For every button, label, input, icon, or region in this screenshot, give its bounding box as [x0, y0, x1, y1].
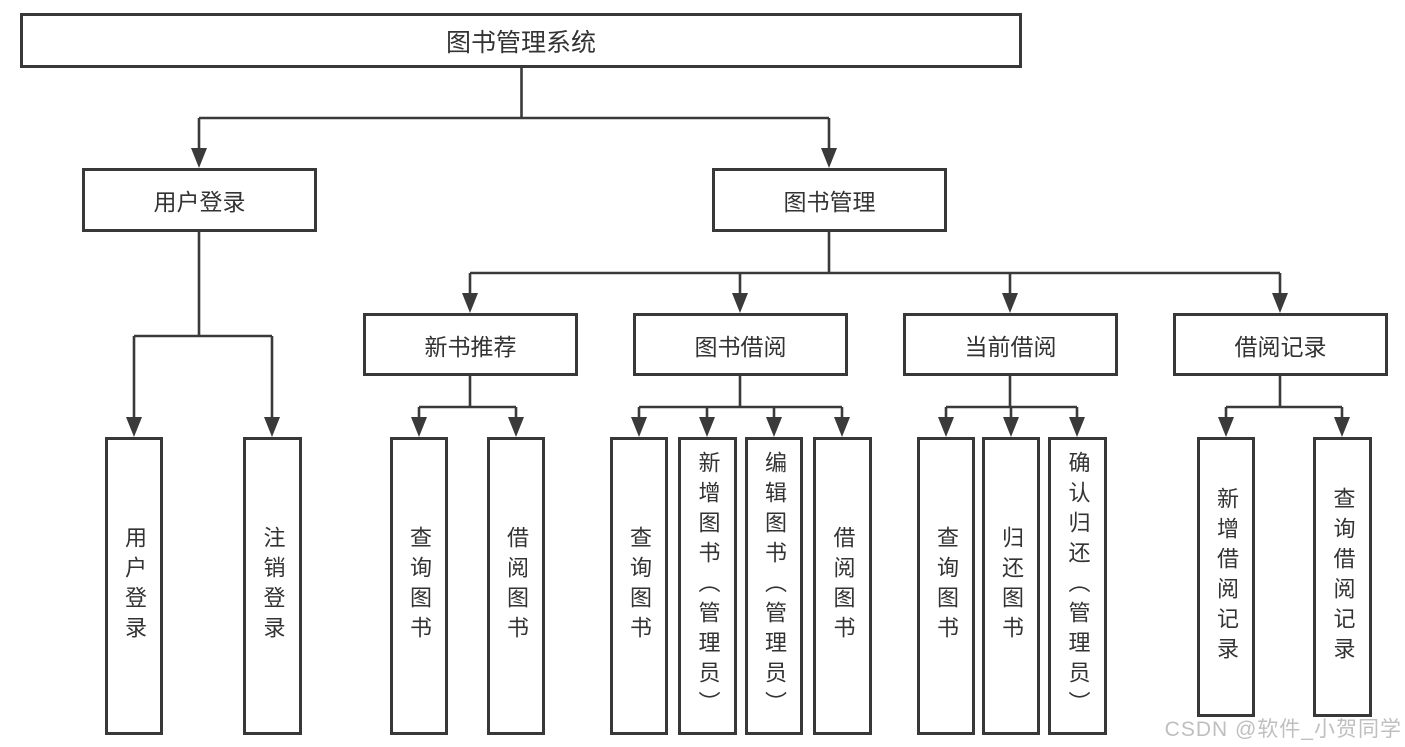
arrow-down-icon — [699, 417, 715, 437]
leaf-query-books-borrow: 查询图书 — [610, 437, 668, 735]
arrow-down-icon — [264, 417, 280, 437]
arrow-down-icon — [938, 417, 954, 437]
node-label: 图书管理 — [783, 189, 876, 215]
arrow-down-icon — [462, 293, 478, 313]
arrow-down-icon — [1272, 293, 1288, 313]
node-label: 借阅记录 — [1234, 333, 1327, 360]
node-book-management: 图书管理 — [712, 168, 947, 232]
leaf-label: 归还图书 — [999, 526, 1024, 646]
arrow-down-icon — [821, 148, 837, 168]
leaf-logout: 注销登录 — [243, 437, 302, 735]
leaf-edit-book-admin: 编辑图书（管理员） — [745, 437, 803, 735]
node-current-borrow: 当前借阅 — [903, 313, 1118, 376]
node-borrow-records: 借阅记录 — [1173, 313, 1388, 376]
node-label: 当前借阅 — [964, 333, 1057, 360]
arrow-down-icon — [1003, 417, 1019, 437]
node-new-book-recommend: 新书推荐 — [363, 313, 578, 376]
leaf-query-books-recommend: 查询图书 — [390, 437, 448, 735]
leaf-query-borrow-record: 查询借阅记录 — [1313, 437, 1372, 717]
leaf-return-books: 归还图书 — [982, 437, 1040, 735]
node-label: 用户登录 — [153, 189, 246, 215]
leaf-label: 新增图书（管理员） — [695, 451, 721, 721]
arrow-down-icon — [1069, 417, 1085, 437]
node-label: 新书推荐 — [424, 333, 517, 360]
arrow-down-icon — [732, 293, 748, 313]
leaf-label: 新增借阅记录 — [1214, 487, 1239, 667]
node-library-system: 图书管理系统 — [20, 13, 1022, 68]
arrow-down-icon — [126, 417, 142, 437]
arrow-down-icon — [834, 417, 850, 437]
leaf-query-books-current: 查询图书 — [917, 437, 975, 735]
arrow-down-icon — [1002, 293, 1018, 313]
leaf-borrow-books-recommend: 借阅图书 — [487, 437, 545, 735]
arrow-down-icon — [508, 417, 524, 437]
leaf-label: 用户登录 — [122, 526, 147, 646]
leaf-add-borrow-record: 新增借阅记录 — [1197, 437, 1255, 717]
csdn-watermark: CSDN @软件_小贺同学 — [1164, 718, 1402, 741]
leaf-label: 编辑图书（管理员） — [762, 451, 787, 721]
arrow-down-icon — [1334, 417, 1350, 437]
arrow-down-icon — [191, 148, 207, 168]
leaf-user-login: 用户登录 — [105, 437, 163, 735]
leaf-label: 确认归还（管理员） — [1065, 451, 1091, 721]
leaf-label: 查询图书 — [934, 526, 959, 646]
node-book-borrow: 图书借阅 — [633, 313, 848, 376]
arrow-down-icon — [411, 417, 427, 437]
leaf-label: 注销登录 — [260, 526, 286, 646]
node-label: 图书借阅 — [694, 333, 787, 360]
leaf-label: 查询借阅记录 — [1330, 487, 1356, 667]
leaf-confirm-return-admin: 确认归还（管理员） — [1048, 437, 1107, 735]
arrow-down-icon — [631, 417, 647, 437]
leaf-label: 查询图书 — [627, 526, 652, 646]
node-user-login: 用户登录 — [82, 168, 317, 232]
leaf-label: 查询图书 — [407, 526, 432, 646]
arrow-down-icon — [766, 417, 782, 437]
arrow-down-icon — [1218, 417, 1234, 437]
node-label: 图书管理系统 — [445, 28, 596, 57]
leaf-borrow-books: 借阅图书 — [813, 437, 872, 735]
leaf-label: 借阅图书 — [504, 526, 529, 646]
leaf-add-book-admin: 新增图书（管理员） — [678, 437, 737, 735]
connector-arrowheads — [126, 148, 1350, 437]
leaf-label: 借阅图书 — [830, 526, 856, 646]
connector-lines — [132, 68, 1344, 419]
